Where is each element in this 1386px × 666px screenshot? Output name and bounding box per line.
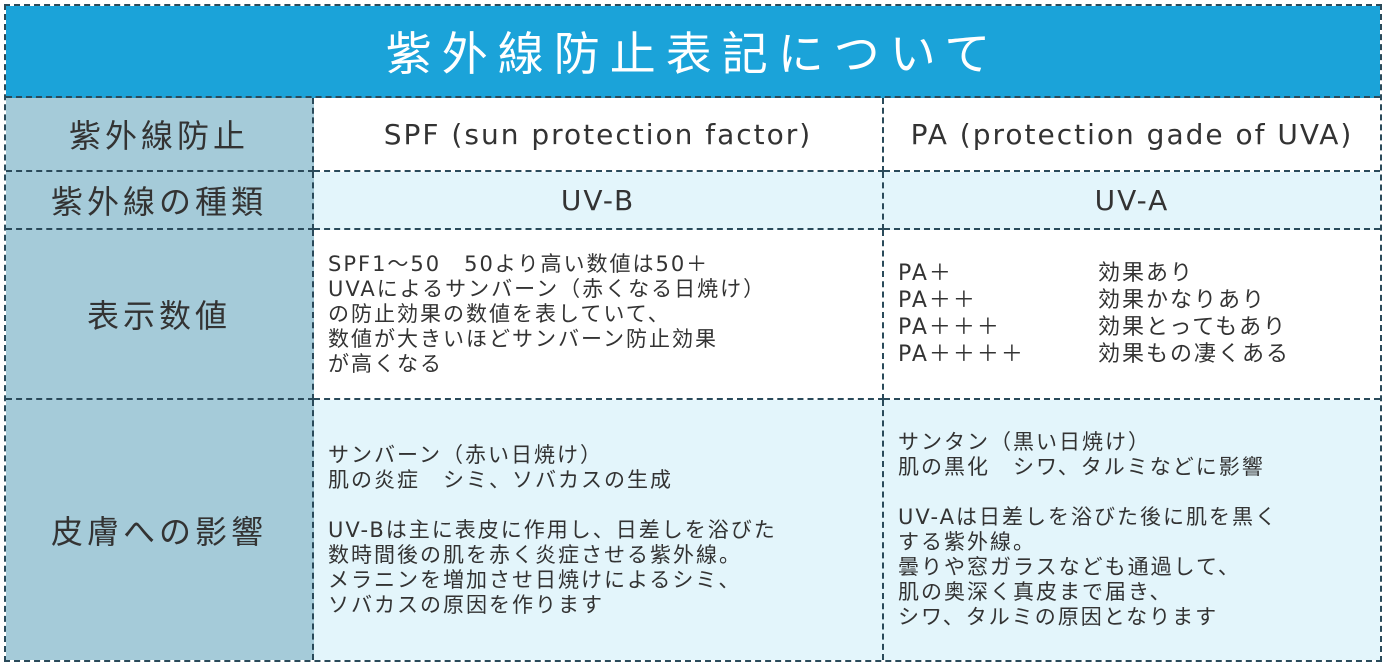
spf-value-line: UVAによるサンバーン（赤くなる日焼け） xyxy=(328,276,767,301)
title-bar: 紫外線防止表記について xyxy=(6,6,1380,98)
pa-effect-line: UV-Aは日差しを浴びた後に肌を黒く xyxy=(898,505,1278,529)
row-header-display-value: 表示数値 xyxy=(6,230,314,400)
page-title: 紫外線防止表記について xyxy=(385,27,1001,81)
spf-value-cell: SPF1～50 50より高い数値は50＋ UVAによるサンバーン（赤くなる日焼け… xyxy=(314,230,884,400)
spf-name-cell: SPF (sun protection factor) xyxy=(314,98,884,172)
pa-effect: 効果かなりあり xyxy=(1098,288,1267,313)
spf-value-line: が高くなる xyxy=(328,351,443,376)
uv-table: 紫外線防止 SPF (sun protection factor) PA (pr… xyxy=(6,98,1380,660)
pa-level: PA＋＋ xyxy=(898,288,977,313)
spf-effect-line: ソバカスの原因を作ります xyxy=(328,592,604,617)
spf-value-line: 数値が大きいほどサンバーン防止効果 xyxy=(328,326,718,351)
spf-value-line: の防止効果の数値を表していて、 xyxy=(328,301,671,326)
pa-level-list: PA＋ 効果あり PA＋＋ 効果かなりあり PA＋＋＋ 効果とってもあり PA＋… xyxy=(898,261,1290,367)
spf-effect-line: サンバーン（赤い日焼け） xyxy=(328,442,603,467)
pa-skin-effect-cell: サンタン（黒い日焼け） 肌の黒化 シワ、タルミなどに影響 UV-Aは日差しを浴び… xyxy=(884,400,1380,660)
pa-name-cell: PA (protection gade of UVA) xyxy=(884,98,1380,172)
spf-effect-line: 数時間後の肌を赤く炎症させる紫外線。 xyxy=(328,542,742,567)
pa-effect-line: 肌の奥深く真皮まで届き、 xyxy=(898,580,1173,604)
row-header-protection: 紫外線防止 xyxy=(6,98,314,172)
spf-effect-line: 肌の炎症 シミ、ソバカスの生成 xyxy=(328,467,673,492)
pa-level: PA＋＋＋＋ xyxy=(898,342,1025,367)
spf-skin-effect-cell: サンバーン（赤い日焼け） 肌の炎症 シミ、ソバカスの生成 UV-Bは主に表皮に作… xyxy=(314,400,884,660)
spf-value-line: SPF1～50 50より高い数値は50＋ xyxy=(328,251,710,276)
row-header-skin-effect: 皮膚への影響 xyxy=(6,400,314,660)
row-header-uv-type: 紫外線の種類 xyxy=(6,172,314,230)
pa-effect-line: サンタン（黒い日焼け） xyxy=(898,430,1151,454)
spf-uv-type-cell: UV-B xyxy=(314,172,884,230)
spf-effect-line: メラニンを増加させ日焼けによるシミ、 xyxy=(328,567,742,592)
pa-uv-type-cell: UV-A xyxy=(884,172,1380,230)
pa-level: PA＋ xyxy=(898,261,953,286)
pa-level: PA＋＋＋ xyxy=(898,315,1001,340)
pa-effect-line: する紫外線。 xyxy=(898,530,1036,554)
pa-effect: 効果とってもあり xyxy=(1098,315,1288,340)
spf-effect-line: UV-Bは主に表皮に作用し、日差しを浴びた xyxy=(328,517,777,542)
paragraph-gap xyxy=(898,480,1278,505)
pa-effect-line: 肌の黒化 シワ、タルミなどに影響 xyxy=(898,455,1265,479)
paragraph-gap xyxy=(328,493,777,518)
pa-value-cell: PA＋ 効果あり PA＋＋ 効果かなりあり PA＋＋＋ 効果とってもあり PA＋… xyxy=(884,230,1380,400)
pa-effect: 効果あり xyxy=(1098,261,1195,286)
pa-effect: 効果もの凄くある xyxy=(1098,342,1291,367)
uv-table-frame: 紫外線防止表記について 紫外線防止 SPF (sun protection fa… xyxy=(4,4,1382,662)
pa-effect-line: シワ、タルミの原因となります xyxy=(898,605,1219,629)
pa-effect-line: 曇りや窓ガラスなども通過して、 xyxy=(898,555,1241,579)
